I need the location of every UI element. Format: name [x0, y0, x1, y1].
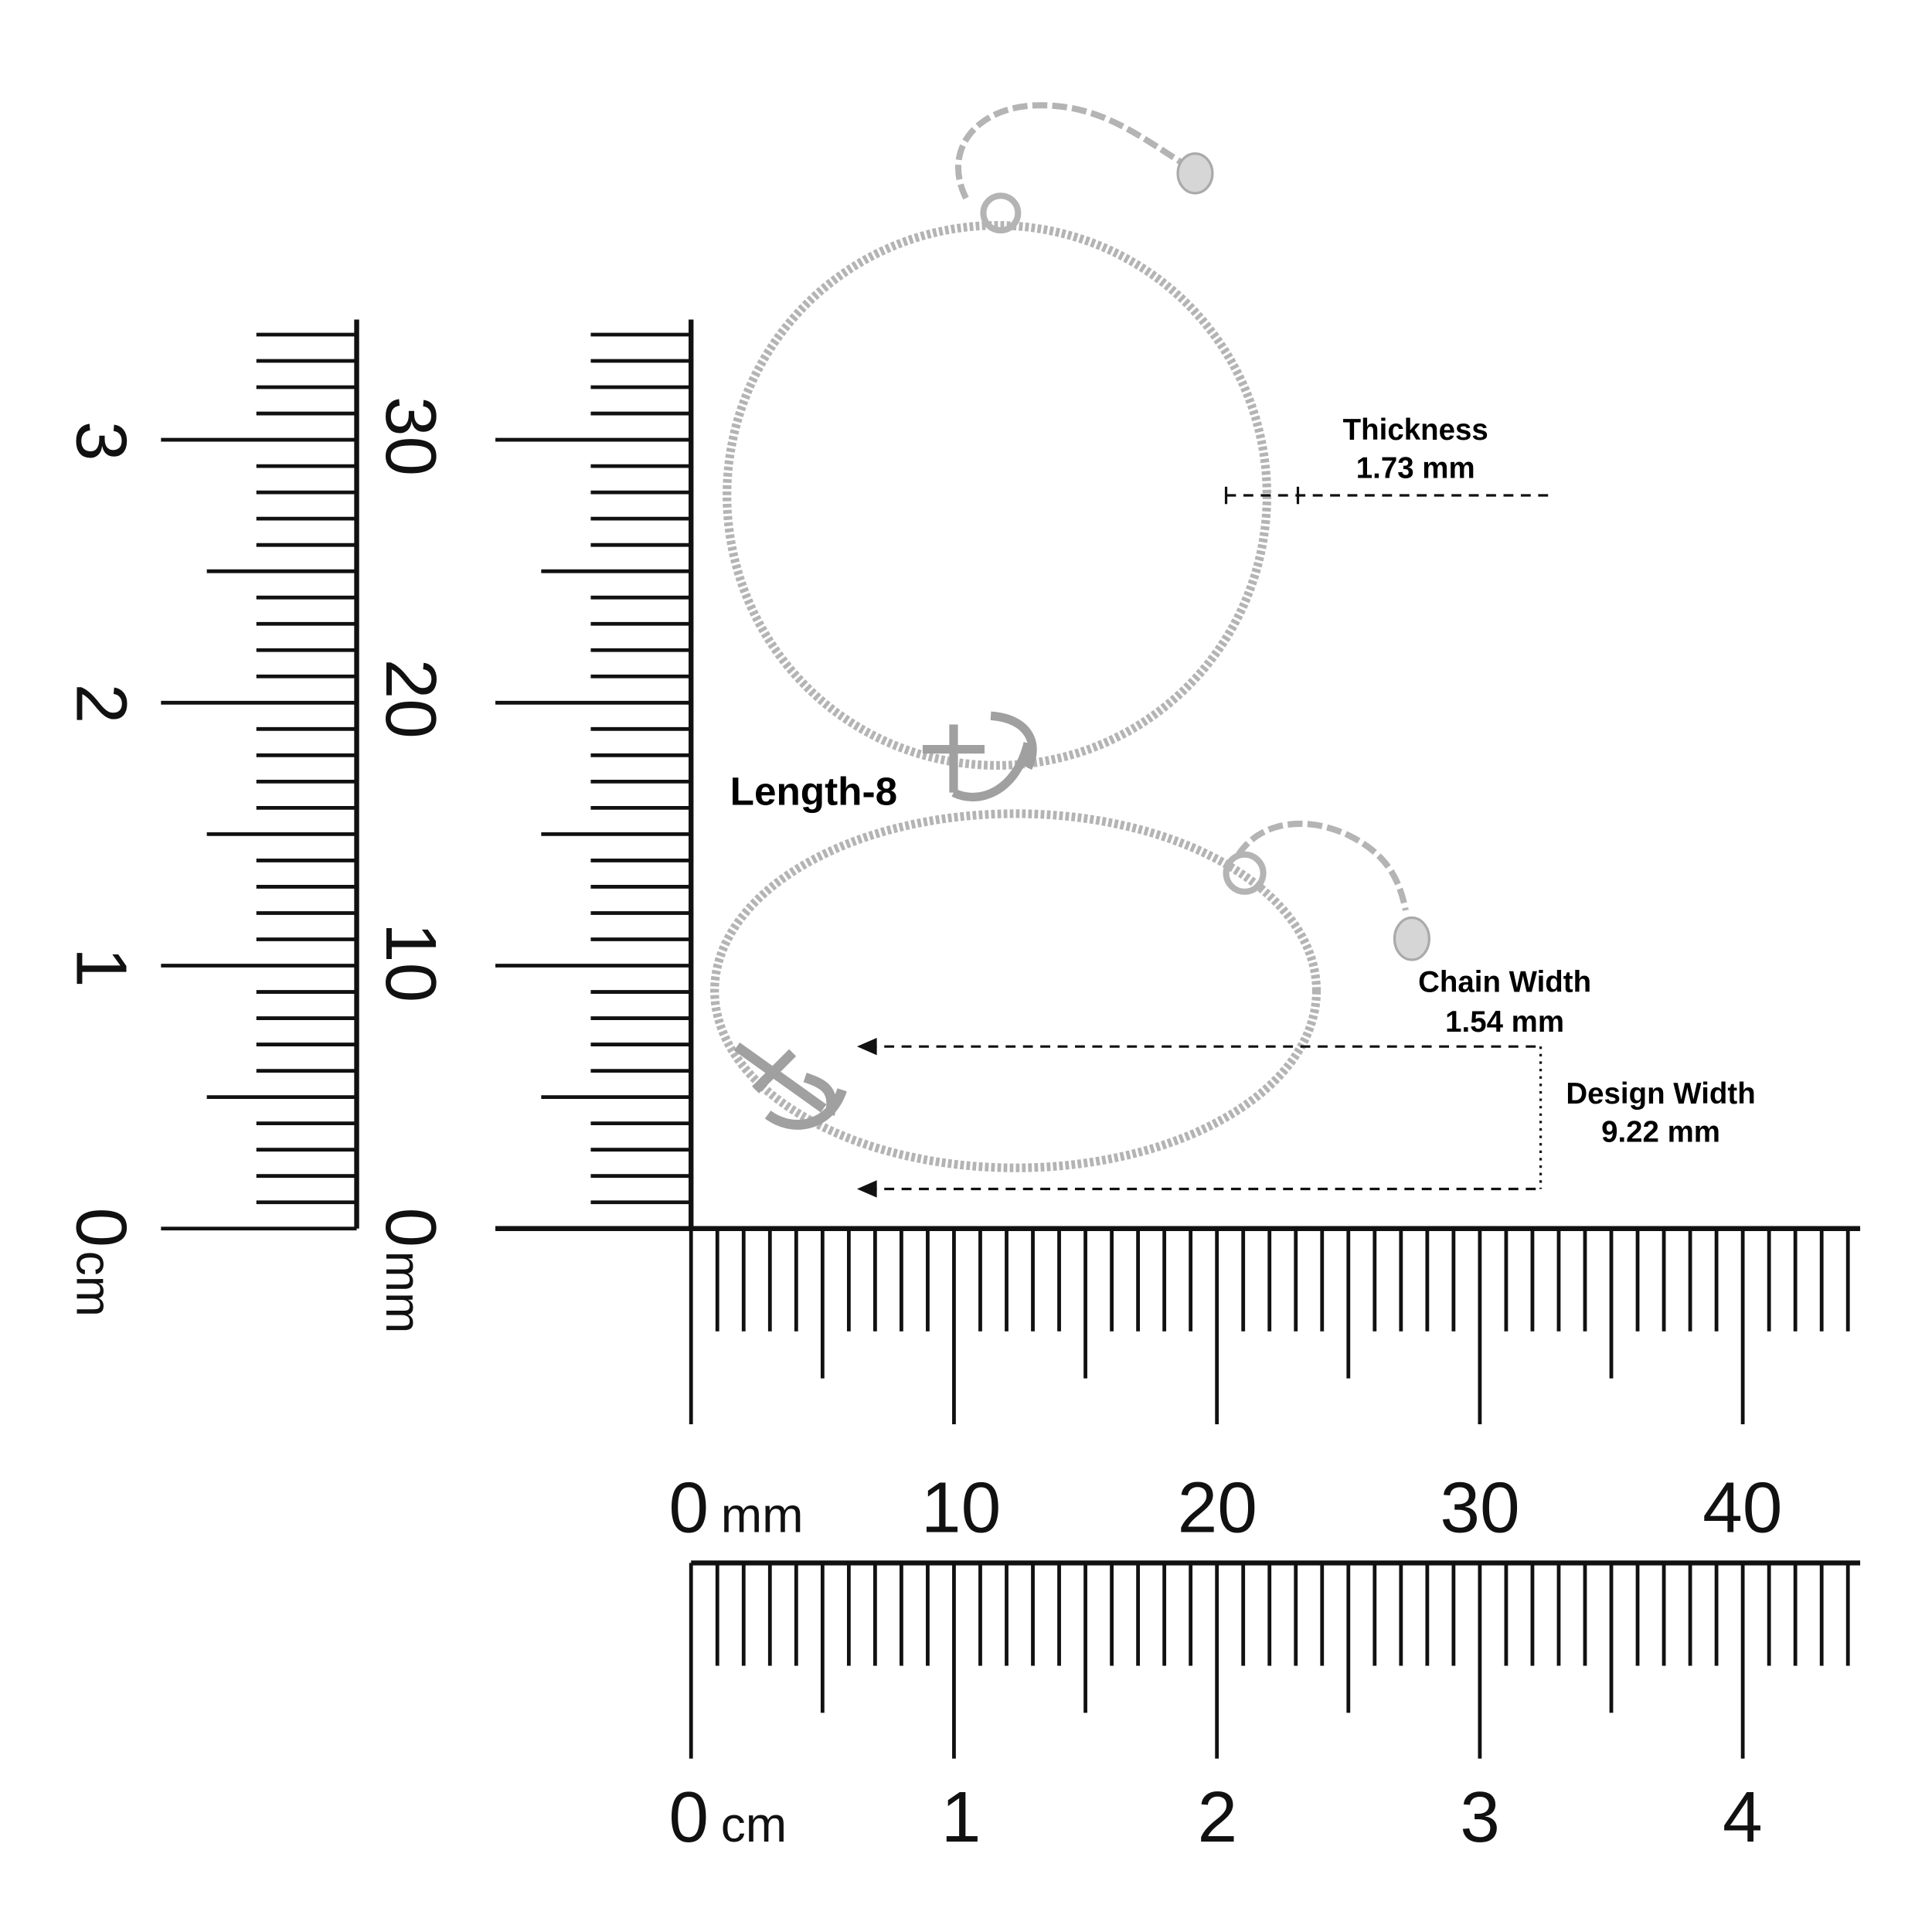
anchor-charm-top	[922, 711, 1037, 802]
chain-bottom	[710, 809, 1321, 1172]
hcm-label-2: 2	[1197, 1777, 1237, 1857]
arrow-left-lower-icon	[856, 1180, 877, 1198]
extender-chain-bottom	[1236, 820, 1409, 911]
vcm-label-1: 1	[61, 947, 141, 988]
vcm-label-3: 3	[61, 421, 141, 461]
chain-width-label: Chain Width	[1418, 966, 1591, 999]
rulers	[161, 319, 1861, 1759]
hcm-unit: cm	[721, 1797, 787, 1852]
horizontal-cm-labels: 0 cm 1 2 3 4	[668, 1777, 1762, 1857]
hcm-label-3: 3	[1460, 1777, 1500, 1857]
hmm-label-40: 40	[1702, 1467, 1782, 1547]
vmm-label-0: 0	[371, 1208, 451, 1248]
thickness-value: 1.73 mm	[1356, 452, 1475, 485]
tag-charm-top	[1176, 152, 1214, 195]
bracelet-bottom	[710, 809, 1430, 1172]
hcm-label-0: 0	[668, 1777, 709, 1857]
extender-chain-top	[955, 102, 1191, 200]
bracelet-top	[723, 102, 1272, 802]
vcm-unit: cm	[66, 1251, 121, 1317]
vertical-mm-labels: 0 mm 10 20 30	[371, 396, 451, 1334]
hcm-label-4: 4	[1723, 1777, 1763, 1857]
tag-charm-bottom	[1393, 916, 1430, 961]
vmm-unit: mm	[376, 1251, 431, 1334]
lobster-clasp-bottom	[1223, 851, 1267, 895]
design-width-indicator	[856, 1037, 1543, 1198]
anchor-charm-bottom	[733, 1042, 847, 1130]
vcm-label-0: 0	[61, 1208, 141, 1248]
hmm-label-10: 10	[921, 1467, 1001, 1547]
hmm-unit: mm	[721, 1487, 804, 1543]
thickness-indicator	[1224, 486, 1555, 505]
chain-top	[723, 221, 1272, 770]
length-label: Length-8	[730, 770, 897, 814]
vcm-label-2: 2	[61, 684, 141, 724]
hmm-label-30: 30	[1440, 1467, 1519, 1547]
vmm-label-20: 20	[371, 659, 451, 739]
design-width-value: 9.22 mm	[1601, 1116, 1720, 1149]
hmm-label-20: 20	[1178, 1467, 1257, 1547]
vertical-cm-labels: 0 cm 1 2 3	[61, 421, 141, 1317]
horizontal-mm-labels: 0 mm 10 20 30 40	[668, 1467, 1782, 1547]
hmm-label-0: 0	[668, 1467, 709, 1547]
vmm-label-30: 30	[371, 396, 451, 476]
lobster-clasp-top	[980, 192, 1022, 234]
arrow-left-upper-icon	[856, 1037, 877, 1056]
vmm-label-10: 10	[371, 923, 451, 1002]
thickness-label: Thickness	[1343, 413, 1488, 447]
chain-width-value: 1.54 mm	[1445, 1005, 1564, 1039]
hcm-label-1: 1	[941, 1777, 981, 1857]
design-width-label: Design Width	[1566, 1077, 1755, 1111]
